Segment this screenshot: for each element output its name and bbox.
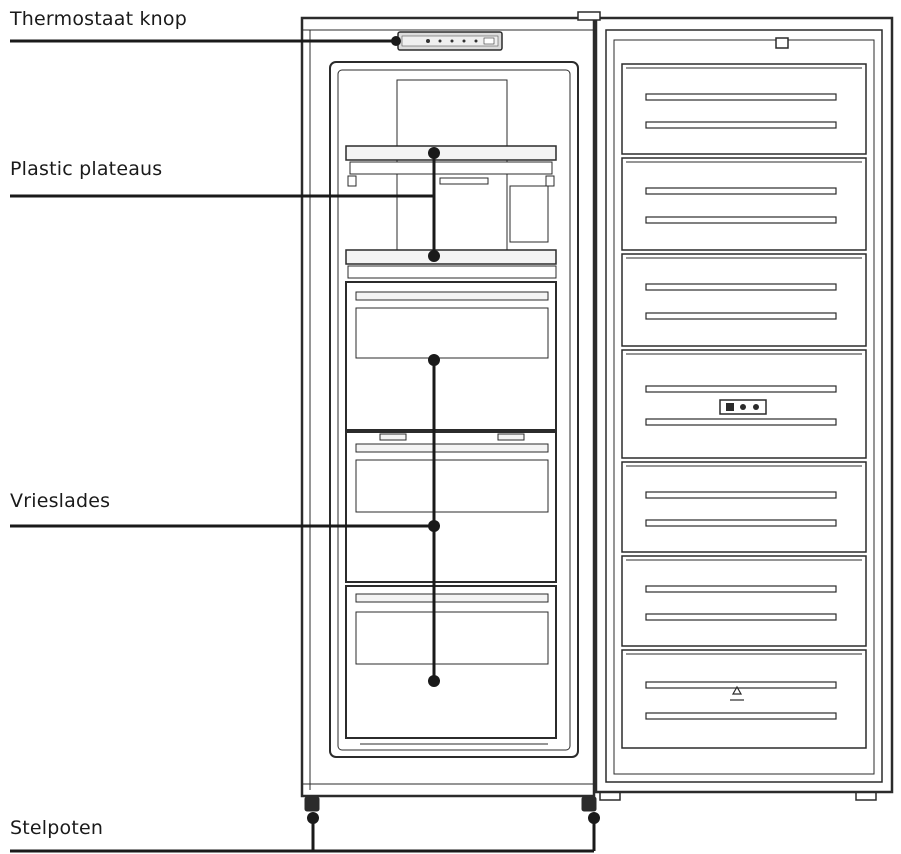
cabinet-outer (300, 16, 596, 798)
door-outer (594, 16, 894, 794)
foot-right (581, 796, 597, 812)
callout-lines (10, 39, 596, 853)
door-drawer-front (621, 63, 867, 155)
inner-liner (329, 61, 579, 758)
drawer-bottom (345, 585, 557, 745)
door-drawer-front (621, 253, 867, 347)
callout-dots (307, 36, 600, 824)
door-drawer-fronts (621, 63, 867, 749)
open-door (577, 11, 894, 794)
recycle-icon (730, 685, 744, 701)
door-control-panel (719, 399, 767, 415)
label-freezer-drawers: Vrieslades (10, 490, 111, 512)
label-thermostat-knob: Thermostaat knop (10, 8, 188, 30)
door-drawer-front (621, 157, 867, 251)
adjustable-feet (304, 791, 877, 812)
label-adjustable-feet: Stelpoten (10, 817, 104, 839)
freezer-drawers (345, 281, 557, 745)
shelf-upper (345, 145, 557, 161)
door-drawer-front (621, 649, 867, 749)
door-drawer-front (621, 555, 867, 647)
door-drawer-front (621, 461, 867, 553)
drawer-top (345, 281, 557, 431)
shelf-lower (345, 249, 557, 265)
plastic-shelves (345, 145, 557, 279)
foot-left (304, 796, 320, 812)
label-plastic-shelves: Plastic plateaus (10, 158, 163, 180)
drawer-middle (345, 431, 557, 583)
thermostat-panel (397, 31, 503, 51)
